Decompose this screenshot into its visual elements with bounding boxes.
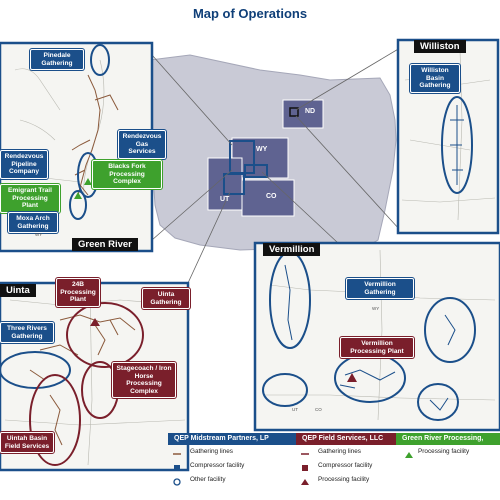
label-v-co: CO — [315, 407, 322, 412]
outline-moxa — [69, 190, 87, 220]
legend-item: Processing facility — [418, 448, 470, 455]
legend-title-qep-field: QEP Field Services, LLC — [296, 433, 396, 445]
outline-williston — [441, 96, 473, 194]
label-pinedale: Pinedale Gathering — [30, 49, 84, 71]
label-stagecoach: Stagecoach / Iron Horse Processing Compl… — [112, 362, 176, 399]
legend-title-qep-midstream: QEP Midstream Partners, LP — [168, 433, 296, 445]
label-v-ut: UT — [292, 407, 298, 412]
legend-green-river: Green River Processing, Processing facil… — [396, 433, 500, 500]
legend-item: Gathering lines — [190, 448, 233, 455]
panel-title-uinta: Uinta — [0, 284, 36, 297]
label-uintah-basin: Uintah Basin Field Services — [0, 432, 54, 454]
legend-item: Processing facility — [318, 476, 370, 483]
legend-item: Gathering lines — [318, 448, 361, 455]
outline-uintah-basin — [29, 374, 81, 466]
area-box-uinta — [223, 173, 245, 195]
gathering-lines-uinta — [29, 314, 136, 446]
label-vermillion-gathering: Vermillion Gathering — [346, 278, 414, 300]
outline-cliff-basin — [262, 373, 308, 407]
facility-24b — [90, 318, 100, 326]
state-label-ut: UT — [220, 196, 230, 203]
outline-uinta-gathering — [66, 302, 144, 368]
legend-qep-midstream: QEP Midstream Partners, LP Gathering lin… — [168, 433, 296, 500]
facility-vermillion-plant — [347, 373, 357, 382]
label-rendezvous-gas: Rendezvous Gas Services — [118, 130, 166, 159]
label-blacks-fork: Blacks Fork Processing Complex — [92, 160, 162, 189]
label-emigrant-trail: Emigrant Trail Processing Plant — [0, 184, 60, 213]
outline-powder-wash — [417, 383, 459, 421]
state-label-nd: ND — [305, 108, 316, 115]
label-v-wy: WY — [372, 306, 380, 311]
panel-title-vermillion: Vermillion — [263, 243, 321, 256]
legend-title-green-river: Green River Processing, — [396, 433, 500, 445]
state-label-co: CO — [266, 193, 277, 200]
legend-item: Compressor facility — [190, 462, 245, 469]
label-williston-basin: Williston Basin Gathering — [410, 64, 460, 93]
state-label-wy: WY — [256, 146, 268, 153]
gathering-lines-greenriver — [71, 74, 119, 196]
outline-dripping-rock — [424, 297, 476, 363]
outline-three-rivers — [0, 351, 71, 389]
outline-pinedale — [90, 44, 110, 76]
page-title: Map of Operations — [192, 6, 308, 21]
label-three-rivers: Three Rivers Gathering — [0, 322, 54, 344]
gathering-lines-vermillion — [284, 264, 456, 411]
state-co — [241, 179, 295, 217]
legend-qep-field: QEP Field Services, LLC Gathering lines … — [296, 433, 396, 500]
label-moxa-arch: Moxa Arch Gathering — [8, 212, 58, 234]
area-box-vermillion — [244, 164, 268, 178]
label-uinta-gathering: Uinta Gathering — [142, 288, 190, 310]
legend-item: Other facility — [190, 476, 226, 483]
label-rendezvous-pipeline: Rendezvous Pipeline Company — [0, 150, 48, 179]
label-vermillion-plant: Vermillion Processing Plant — [340, 337, 414, 359]
panel-title-green-river: Green River — [72, 238, 138, 251]
panel-title-williston: Williston — [414, 40, 466, 53]
facility-emigrant — [74, 192, 82, 199]
label-24b: 24B Processing Plant — [56, 278, 100, 307]
panel-vermillion — [253, 241, 500, 432]
label-gr-wy: WY — [35, 232, 43, 237]
facility-blacks-fork — [84, 178, 92, 185]
legend-item: Compressor facility — [318, 462, 373, 469]
area-box-williston — [289, 107, 299, 117]
gathering-lines-williston — [450, 105, 464, 185]
